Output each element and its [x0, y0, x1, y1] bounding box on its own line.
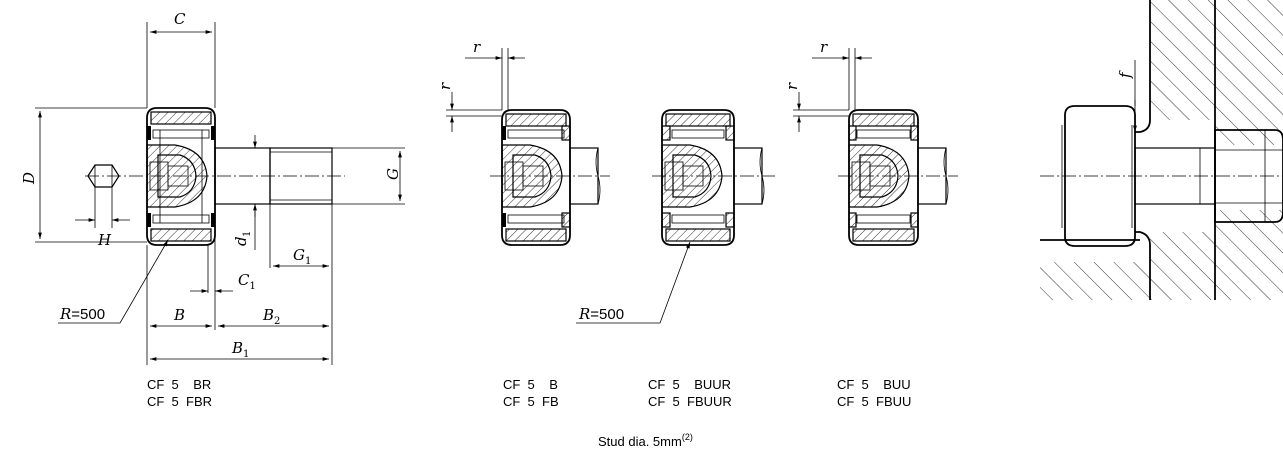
dim-d1-label: d 1: [232, 231, 253, 246]
caption-fig2: CF 5 B CF 5 FB: [503, 377, 559, 409]
dim-g-label: G: [384, 168, 402, 180]
radius-label-2: R=500: [578, 305, 624, 323]
figure-1: [35, 22, 405, 365]
svg-text:CF 5 BUU: CF 5 BUU: [837, 377, 911, 392]
svg-text:CF 5 B: CF 5 B: [503, 377, 558, 392]
dim-r-label-fig2-top: r: [473, 38, 481, 56]
caption-fig1: CF 5 BR CF 5 FBR: [147, 377, 212, 409]
svg-text:CF 5 FBUUR: CF 5 FBUUR: [648, 394, 732, 409]
svg-text:CF 5 FBUU: CF 5 FBUU: [837, 394, 911, 409]
dim-d-label: D: [20, 172, 38, 185]
radius-label-1: R=500: [59, 305, 105, 323]
dim-c-label: C: [174, 10, 186, 28]
dim-h-label: H: [97, 231, 112, 249]
dim-r-label-fig2-side: r: [436, 82, 454, 90]
svg-text:CF 5 FBR: CF 5 FBR: [147, 394, 212, 409]
footnote: Stud dia. 5mm(2): [598, 432, 693, 449]
caption-fig4: CF 5 BUU CF 5 FBUU: [837, 377, 911, 409]
figure-3: [652, 109, 775, 246]
svg-text:CF 5 FB: CF 5 FB: [503, 394, 559, 409]
caption-fig3: CF 5 BUUR CF 5 FBUUR: [648, 377, 732, 409]
dim-b1-label: B1: [231, 339, 249, 360]
dim-c1-label: C1: [238, 271, 256, 292]
dim-b-label: B: [173, 306, 185, 324]
figure-5-mounting: [1040, 0, 1283, 300]
figure-2: [446, 48, 691, 324]
dim-r-label-fig4-side: r: [783, 82, 801, 90]
dim-r-label-fig4-top: r: [820, 38, 828, 56]
dim-b2-label: B2: [262, 306, 280, 327]
dim-g1-label: G1: [293, 246, 311, 267]
svg-text:d: d: [232, 236, 250, 246]
dim-f-label: f: [1116, 70, 1134, 79]
figure-4: [793, 48, 958, 246]
svg-text:CF 5 BUUR: CF 5 BUUR: [648, 377, 731, 392]
svg-text:1: 1: [242, 231, 253, 237]
svg-text:CF 5 BR: CF 5 BR: [147, 377, 211, 392]
